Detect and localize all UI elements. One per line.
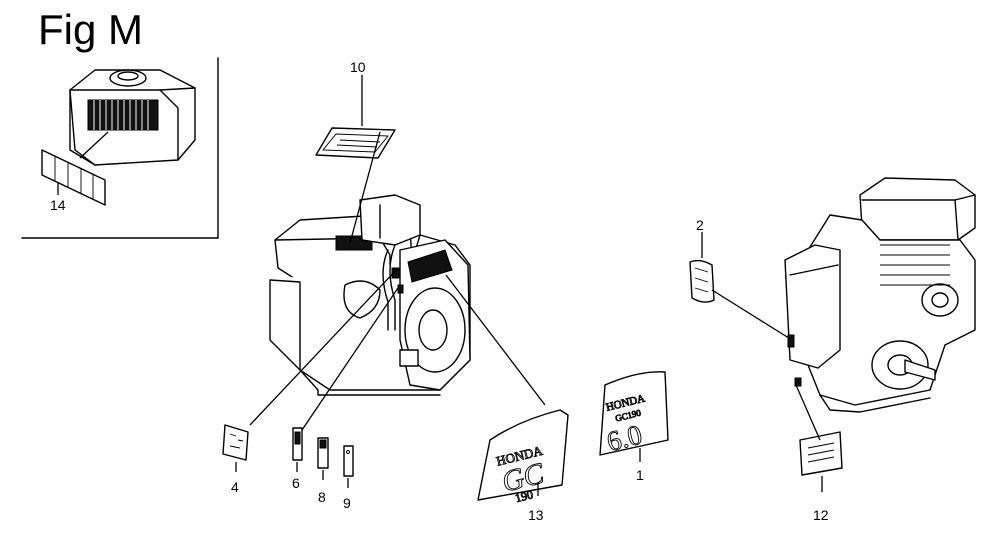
part-10-top-label[interactable]: 10 — [315, 59, 396, 244]
callout-14: 14 — [50, 197, 66, 213]
part-6-narrow-label[interactable]: 6 — [292, 284, 401, 491]
callout-13: 13 — [528, 507, 544, 523]
inset-panel — [21, 57, 219, 239]
part-1-gc190-6hp-decal[interactable]: HONDA GC190 6.0 1 — [599, 371, 669, 483]
callout-12: 12 — [813, 507, 829, 523]
decal-13-model: 190 — [514, 487, 535, 505]
callout-6: 6 — [292, 475, 300, 491]
part-9-narrow-label[interactable]: 9 — [343, 445, 354, 511]
callout-2: 2 — [696, 217, 704, 233]
part-12-side-label[interactable]: 12 — [795, 384, 843, 523]
part-2-side-label[interactable]: 2 — [689, 217, 793, 341]
inset-air-cleaner-cover — [69, 69, 196, 166]
callout-4: 4 — [231, 479, 239, 495]
figure-title: Fig M — [38, 6, 143, 53]
callout-10: 10 — [350, 59, 366, 75]
part-14-label-strip[interactable]: 14 — [41, 131, 109, 213]
callout-8: 8 — [318, 489, 326, 505]
callout-1: 1 — [636, 467, 644, 483]
part-8-narrow-label[interactable]: 8 — [317, 437, 329, 505]
callout-9: 9 — [343, 495, 351, 511]
part-13-gc190-decal[interactable]: HONDA GC 190 13 — [445, 274, 569, 523]
part-4-small-label[interactable]: 4 — [222, 267, 399, 495]
right-engine — [784, 177, 976, 413]
center-engine — [269, 194, 471, 396]
